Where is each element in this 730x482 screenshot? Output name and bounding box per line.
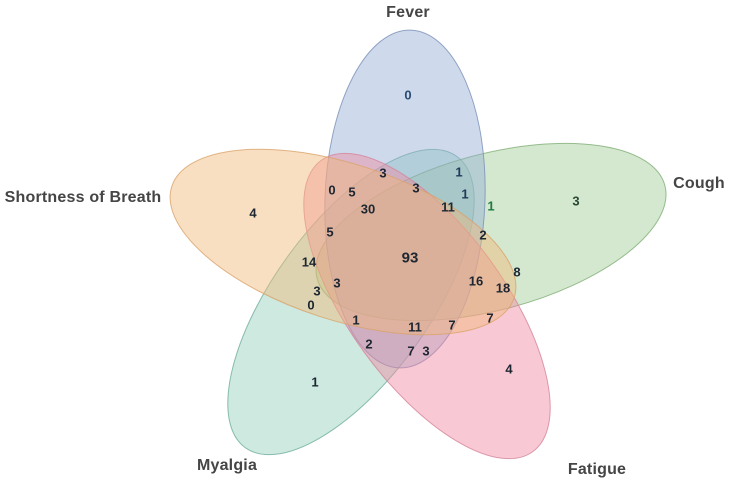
region-count: 8	[513, 264, 521, 280]
region-count: 2	[365, 336, 373, 352]
region-count: 16	[468, 273, 484, 289]
fever-label: Fever	[386, 4, 430, 21]
region-count: 11	[408, 319, 422, 335]
region-count: 3	[333, 275, 341, 291]
region-count: 2	[479, 227, 487, 243]
region-count: 7	[486, 310, 494, 326]
region-count: 5	[348, 184, 356, 200]
myalgia-label: Myalgia	[196, 457, 258, 474]
region-count: 7	[407, 343, 415, 359]
region-count: 4	[505, 361, 513, 377]
region-count: 0	[328, 182, 336, 198]
region-count: 3	[572, 193, 580, 209]
region-count: 3	[412, 180, 420, 196]
cough-label: Cough	[673, 175, 725, 192]
shortness-of-breath-ellipse	[169, 148, 517, 336]
region-count: 1	[352, 312, 360, 328]
region-count: 1	[487, 198, 495, 214]
fatigue-label: Fatigue	[567, 461, 627, 478]
region-count: 7	[448, 317, 456, 333]
shortness-of-breath-label: Shortness of Breath	[4, 189, 162, 206]
fatigue-ellipse	[303, 152, 551, 460]
region-count: 3	[379, 165, 387, 181]
region-count: 3	[313, 283, 321, 299]
region-count: 0	[404, 87, 412, 103]
myalgia-ellipse	[227, 148, 475, 456]
region-count: 30	[360, 201, 376, 217]
region-count: 5	[326, 224, 334, 240]
region-count: 1	[455, 164, 463, 180]
region-count: 0	[307, 297, 315, 313]
fever-ellipse	[324, 29, 486, 369]
region-count: 18	[495, 280, 511, 296]
region-count: 4	[249, 205, 257, 221]
region-count: 1	[461, 186, 469, 202]
region-count: 11	[441, 199, 455, 215]
cough-ellipse	[315, 142, 667, 322]
region-count: 1	[311, 374, 319, 390]
region-count: 93	[401, 249, 419, 267]
region-count: 3	[422, 343, 430, 359]
region-count: 14	[301, 254, 317, 270]
